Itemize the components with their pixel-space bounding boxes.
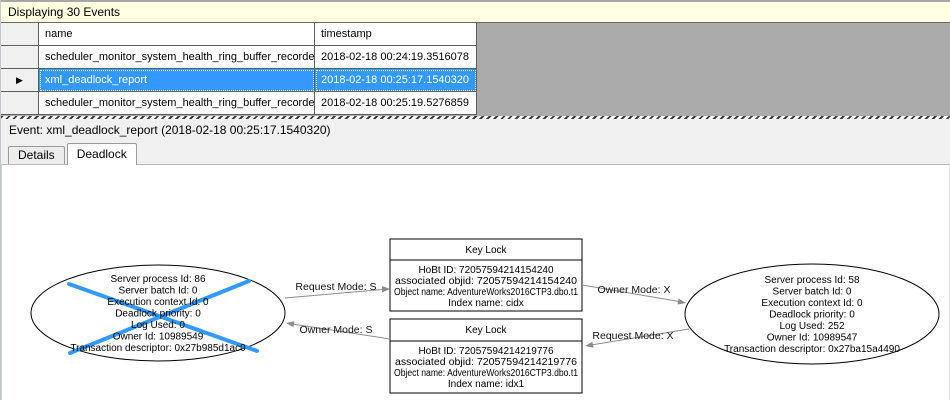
edge-request-s <box>284 288 388 299</box>
event-name-cell[interactable]: scheduler_monitor_system_health_ring_buf… <box>39 46 315 69</box>
process-attr: Server batch Id: 0 <box>119 286 198 297</box>
column-header-name[interactable]: name <box>39 23 315 46</box>
process-attr: Owner Id: 10989549 <box>113 332 204 343</box>
detail-tabstrip: Details Deadlock <box>1 141 950 165</box>
column-header-timestamp[interactable]: timestamp <box>315 23 477 46</box>
resource-attr: associated objid: 72057594214219776 <box>395 357 577 368</box>
edge-request-x <box>587 328 690 346</box>
events-count-bar: Displaying 30 Events <box>1 0 950 23</box>
event-timestamp-cell[interactable]: 2018-02-18 00:24:19.3516078 <box>315 46 477 69</box>
process-attr: Transaction descriptor: 0x27ba15a4490 <box>724 344 900 355</box>
arrowhead-icon <box>286 321 295 328</box>
resource-attr: Index name: cidx <box>448 298 524 309</box>
event-name-cell[interactable]: scheduler_monitor_system_health_ring_buf… <box>39 92 315 115</box>
process-attr: Execution context Id: 0 <box>761 298 863 309</box>
event-timestamp-cell[interactable]: 2018-02-18 00:25:17.1540320 <box>315 69 477 92</box>
event-name-cell[interactable]: xml_deadlock_report <box>39 69 315 92</box>
process-node-owner <box>684 263 940 365</box>
victim-cross-icon <box>68 279 251 355</box>
events-grid[interactable]: name timestamp scheduler_monitor_system_… <box>1 23 950 116</box>
edge-owner-x <box>581 284 683 303</box>
resource-attr: Index name: idx1 <box>448 379 525 390</box>
row-selector-cell[interactable] <box>1 92 39 115</box>
event-detail-header: Event: xml_deadlock_report (2018-02-18 0… <box>1 119 950 141</box>
process-attr: Server batch Id: 0 <box>773 287 852 298</box>
grid-selector-header <box>1 23 39 46</box>
resource-attr: Object name: AdventureWorks2016CTP3.dbo.… <box>394 368 578 379</box>
process-attr: Transaction descriptor: 0x27b985d1ac0 <box>70 343 246 354</box>
arrowhead-icon <box>585 341 594 348</box>
resource-node-top <box>389 238 583 312</box>
row-selector-cell[interactable]: ▶ <box>1 69 39 92</box>
deadlock-graph-panel: Server process Id: 86 Server batch Id: 0… <box>1 164 950 400</box>
process-attr: Log Used: 0 <box>131 320 185 331</box>
resource-attr: Object name: AdventureWorks2016CTP3.dbo.… <box>394 287 578 298</box>
arrowhead-icon <box>677 298 686 305</box>
resource-attr: HoBt ID: 72057594214219776 <box>418 346 554 357</box>
table-row-selected[interactable]: ▶ xml_deadlock_report 2018-02-18 00:25:1… <box>1 69 477 92</box>
resource-attr: associated objid: 72057594214154240 <box>395 276 577 287</box>
tab-details[interactable]: Details <box>8 146 65 164</box>
arrowhead-icon <box>382 286 390 293</box>
grid-splitter[interactable] <box>1 116 950 119</box>
process-attr: Deadlock priority: 0 <box>115 309 201 320</box>
row-selector-cell[interactable] <box>1 46 39 69</box>
event-detail-text: Event: xml_deadlock_report (2018-02-18 0… <box>9 123 331 137</box>
process-attr: Log Used: 252 <box>779 321 844 332</box>
table-row[interactable]: scheduler_monitor_system_health_ring_buf… <box>1 46 477 69</box>
resource-node-bottom <box>389 318 583 394</box>
process-attr: Server process Id: 86 <box>110 274 205 285</box>
resource-title: Key Lock <box>465 245 507 256</box>
table-row[interactable]: scheduler_monitor_system_health_ring_buf… <box>1 92 477 115</box>
tab-deadlock[interactable]: Deadlock <box>66 143 137 165</box>
process-attr: Deadlock priority: 0 <box>769 310 855 321</box>
event-timestamp-cell[interactable]: 2018-02-18 00:25:19.5276859 <box>315 92 477 115</box>
edge-label-owner-x: Owner Mode: X <box>598 284 671 296</box>
process-attr: Server process Id: 58 <box>764 275 859 286</box>
resource-title: Key Lock <box>465 325 507 336</box>
edge-label-request-s: Request Mode: S <box>295 281 376 293</box>
resource-attr: HoBt ID: 72057594214154240 <box>418 265 554 276</box>
events-count-text: Displaying 30 Events <box>8 5 121 19</box>
edge-label-owner-s: Owner Mode: S <box>300 324 373 336</box>
process-attr: Execution context Id: 0 <box>107 297 209 308</box>
current-row-marker-icon: ▶ <box>16 75 23 85</box>
deadlock-graph: Server process Id: 86 Server batch Id: 0… <box>30 238 940 394</box>
edge-owner-s <box>288 323 391 340</box>
edge-label-request-x: Request Mode: X <box>592 330 673 342</box>
grid-header-row: name timestamp <box>1 23 477 46</box>
process-attr: Owner Id: 10989547 <box>767 333 858 344</box>
